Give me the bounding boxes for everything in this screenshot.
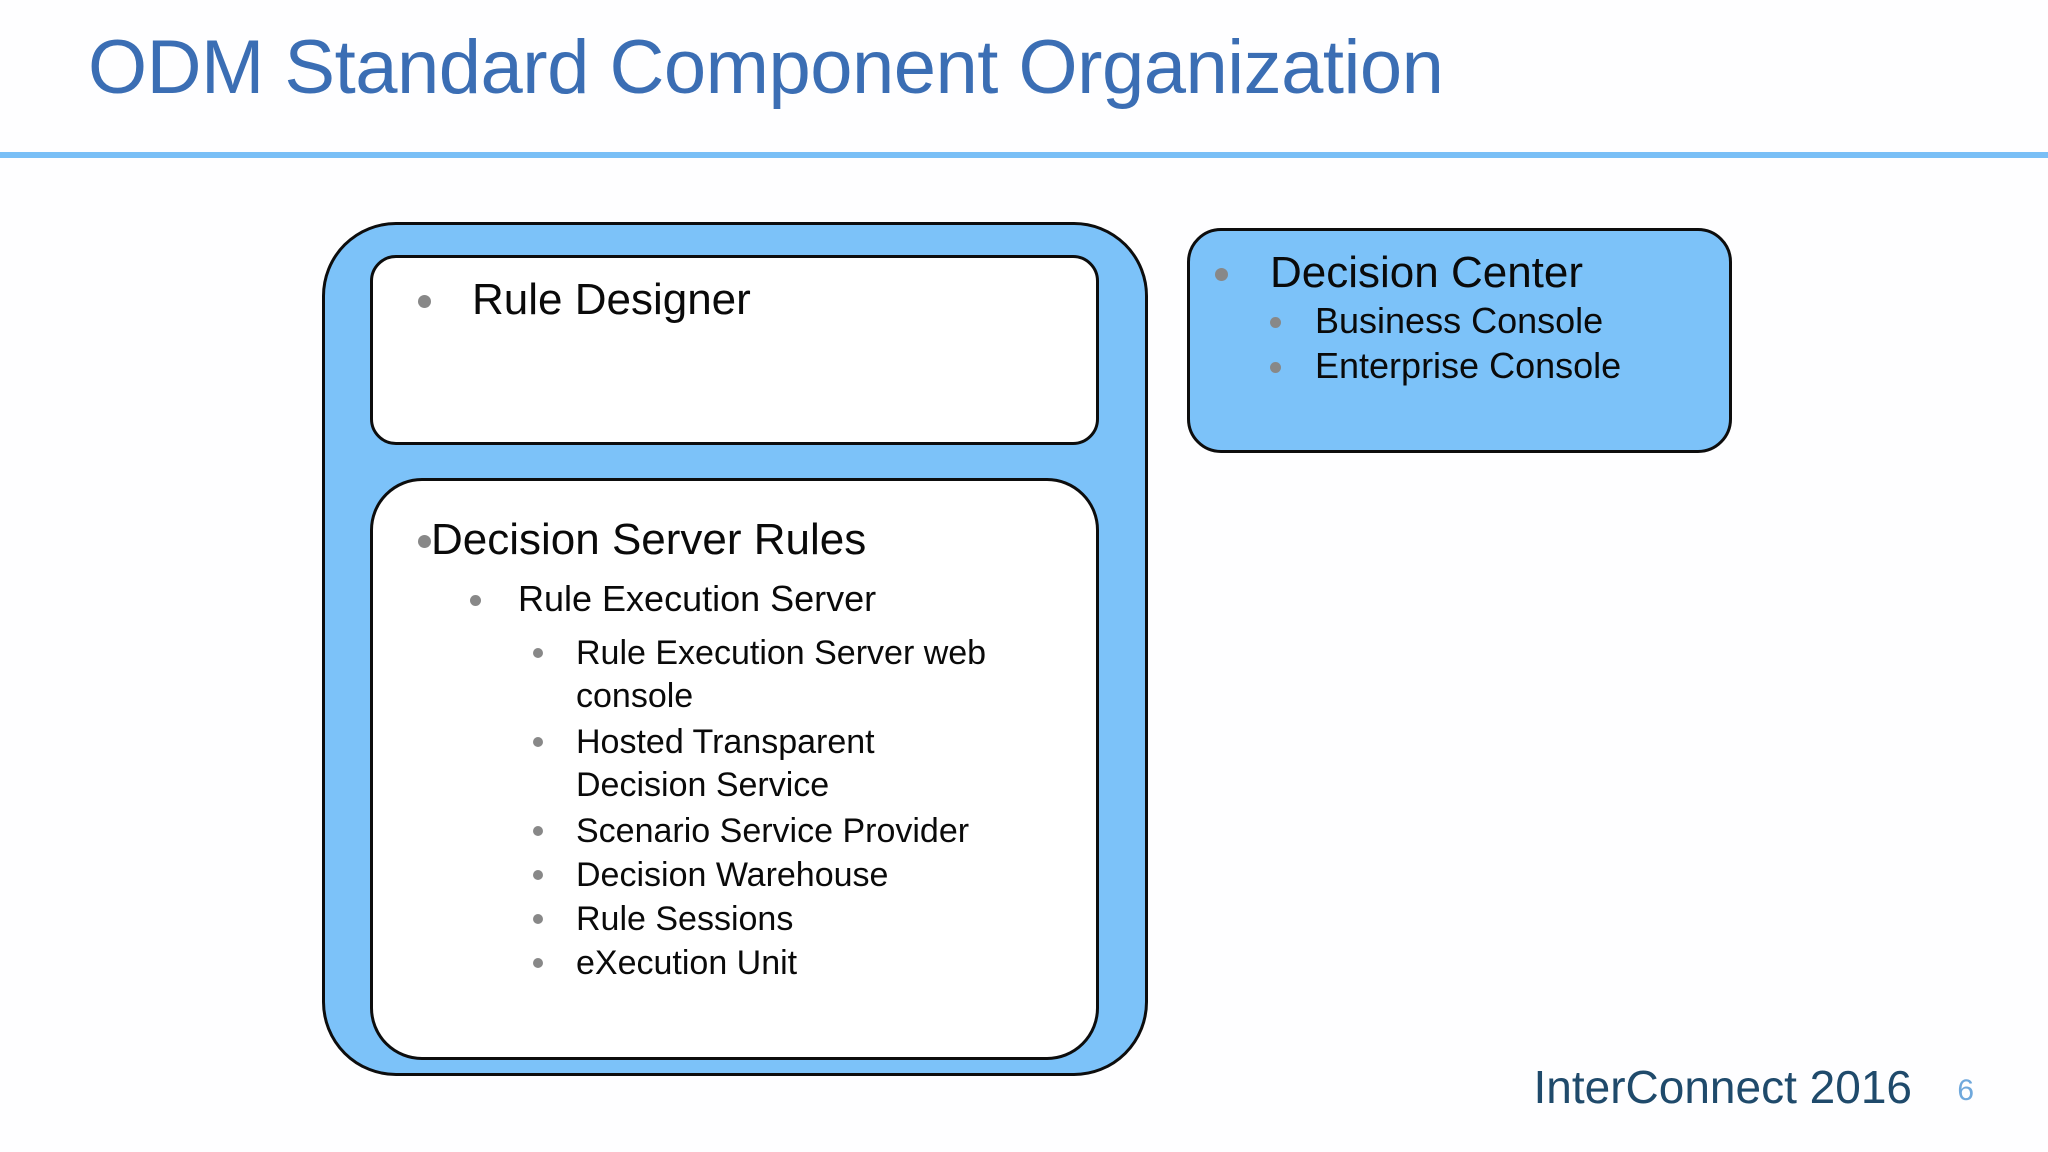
- decision-server-rules-panel: [370, 478, 1099, 1060]
- title-divider: [0, 152, 2048, 158]
- list-item-label: Business Console: [1315, 300, 1604, 341]
- page-title: ODM Standard Component Organization: [88, 25, 1444, 110]
- bullet-dot-icon: [1270, 362, 1281, 373]
- bullet-decision-server-rules: Decision Server Rules: [418, 515, 866, 565]
- list-item-label: Rule Execution Server web console: [576, 634, 996, 715]
- decision-center-label: Decision Center: [1270, 248, 1584, 297]
- bullet-dot-icon: [533, 914, 543, 924]
- list-item-label: eXecution Unit: [576, 944, 798, 982]
- rule-designer-panel: [370, 255, 1099, 445]
- bullet-dot-icon: [470, 595, 481, 606]
- list-item: eXecution Unit: [533, 942, 1003, 985]
- decision-server-rules-label: Decision Server Rules: [431, 515, 867, 564]
- bullet-dot-icon: [418, 535, 431, 548]
- rule-designer-label: Rule Designer: [472, 275, 751, 324]
- bullet-decision-center: Decision Center: [1215, 248, 1583, 298]
- list-item: Hosted Transparent Decision Service: [533, 721, 1003, 807]
- decision-center-box: [1187, 228, 1732, 453]
- list-item: Rule Sessions: [533, 898, 1003, 941]
- bullet-dot-icon: [533, 648, 543, 658]
- bullet-dot-icon: [533, 958, 543, 968]
- bullet-dot-icon: [1270, 317, 1281, 328]
- list-item: Enterprise Console: [1270, 345, 1621, 387]
- bullet-rule-execution-server: Rule Execution Server: [470, 578, 876, 620]
- list-item-label: Decision Warehouse: [576, 856, 889, 894]
- footer-brand: InterConnect 2016: [1533, 1061, 1913, 1113]
- list-item-label: Enterprise Console: [1315, 345, 1622, 386]
- bullet-dot-icon: [533, 826, 543, 836]
- bullet-dot-icon: [1215, 268, 1228, 281]
- bullet-rule-designer: Rule Designer: [418, 275, 751, 325]
- page-number: 6: [1957, 1074, 1974, 1107]
- list-item-label: Scenario Service Provider: [576, 812, 970, 850]
- bullet-dot-icon: [418, 295, 431, 308]
- list-item: Business Console: [1270, 300, 1603, 342]
- list-item: Rule Execution Server web console: [533, 632, 1003, 718]
- list-item-label: Rule Sessions: [576, 900, 794, 938]
- list-item: Decision Warehouse: [533, 854, 1003, 897]
- bullet-dot-icon: [533, 737, 543, 747]
- rule-execution-server-label: Rule Execution Server: [518, 578, 877, 619]
- list-item: Scenario Service Provider: [533, 810, 1003, 853]
- bullet-dot-icon: [533, 870, 543, 880]
- list-item-label: Hosted Transparent Decision Service: [576, 723, 885, 804]
